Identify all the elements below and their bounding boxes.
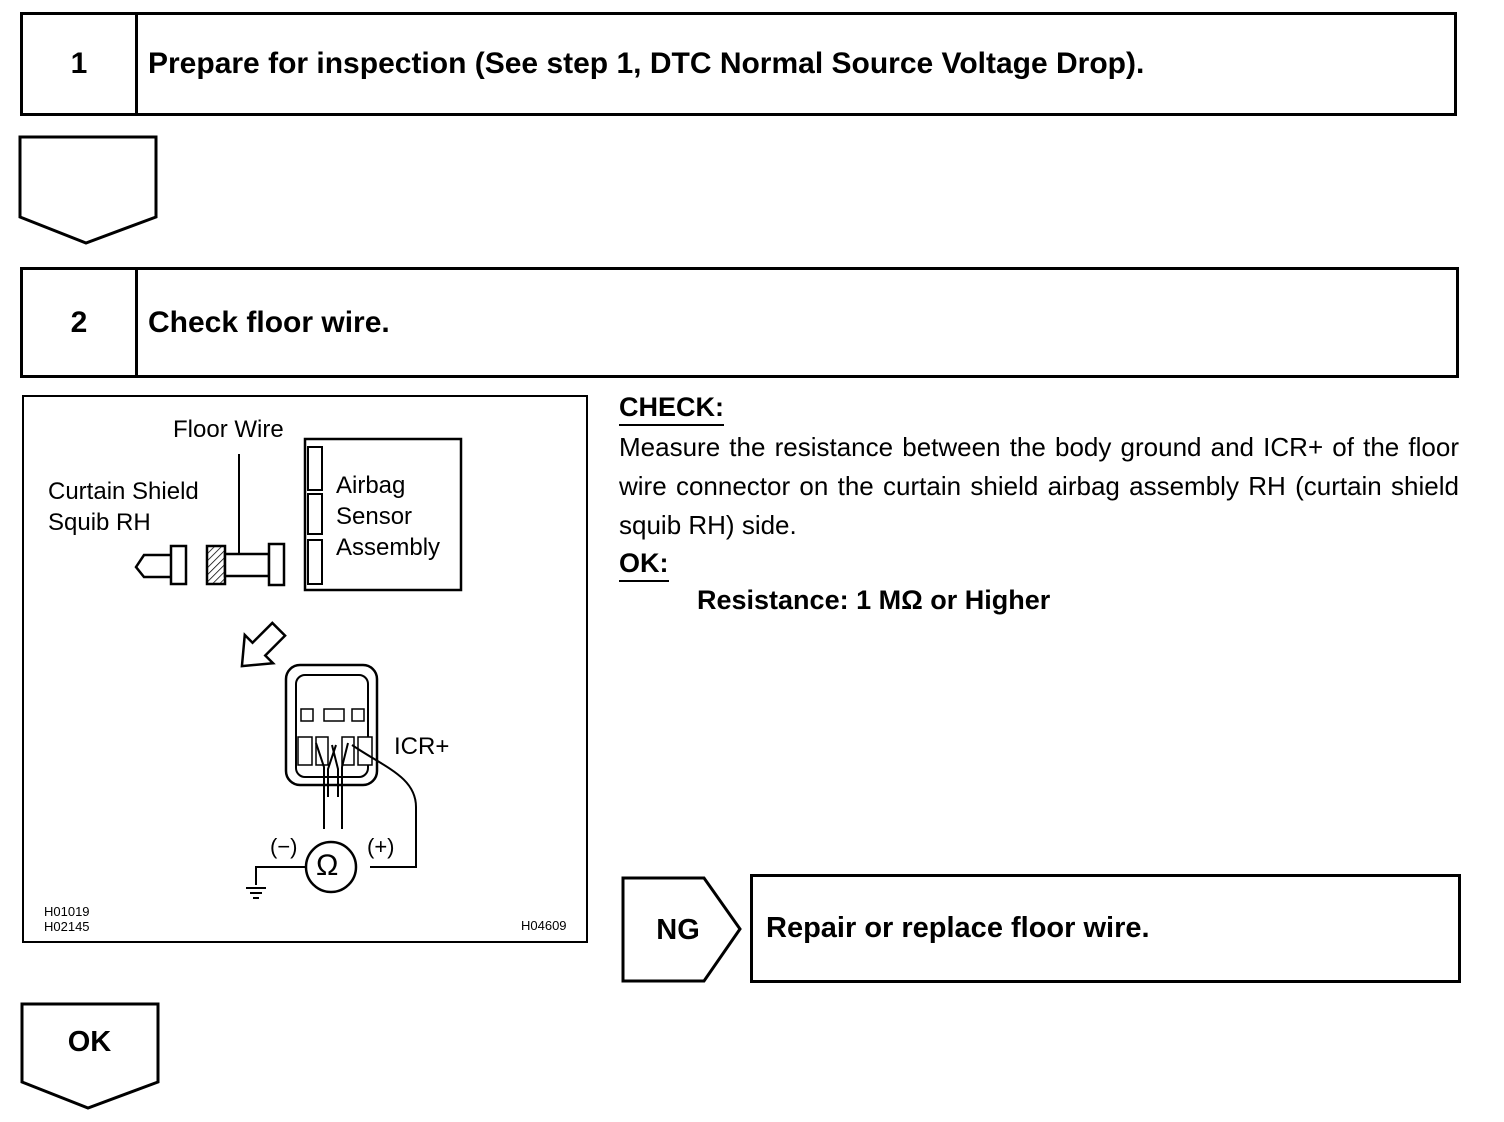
ok-down-arrow [20,1002,160,1110]
check-instructions: Measure the resistance between the body … [619,432,1459,540]
step-2-number: 2 [23,270,138,375]
floor-wire-connector [205,544,227,586]
figure-code-right: H04609 [521,918,567,933]
figure-code-left: H01019 H02145 [44,904,90,934]
airbag-sensor-label: Airbag Sensor Assembly [336,472,441,561]
ohm-symbol: Ω [316,849,339,882]
inspection-diagram: Floor Wire Curtain Shield Squib RH Airba… [22,395,588,943]
resistance-spec: Resistance: 1 MΩ or Higher [697,585,1051,615]
step-1-number: 1 [23,15,138,113]
ok-heading: OK: [619,546,669,582]
step-2-box: 2 Check floor wire. [20,267,1459,378]
step-2-title: Check floor wire. [148,305,390,339]
minus-terminal-label: (−) [270,834,298,859]
ng-arrow [621,876,742,983]
plus-terminal-label: (+) [367,834,395,859]
flow-down-arrow [18,135,158,245]
icr-label: ICR+ [394,733,450,760]
check-heading: CHECK: [619,390,724,426]
step-1-title: Prepare for inspection (See step 1, DTC … [148,47,1145,80]
ok-label: OK [67,1026,112,1058]
floor-wire-label: Floor Wire [173,416,284,443]
ng-result: Repair or replace floor wire. [750,874,1461,983]
curtain-shield-label: Curtain Shield Squib RH [48,478,199,536]
airbag-sensor-box [303,437,463,592]
step-1-box: 1 Prepare for inspection (See step 1, DT… [20,12,1457,116]
view-arrow-icon [240,621,287,668]
squib-connector [169,544,188,586]
diagram-drawing [134,437,463,899]
ng-label: NG [656,913,700,946]
